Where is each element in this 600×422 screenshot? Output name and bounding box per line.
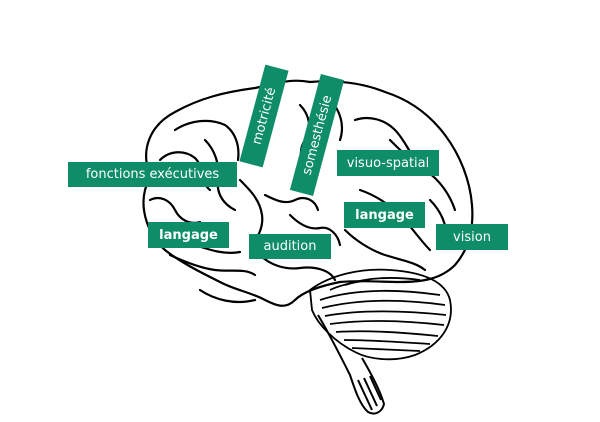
label-audition: audition: [249, 234, 331, 259]
brain-stem: [317, 314, 386, 415]
label-langage-frontal: langage: [148, 222, 229, 248]
label-vision: vision: [436, 224, 508, 250]
cerebrum-outline: [142, 79, 474, 307]
label-fonctions-executives: fonctions exécutives: [68, 162, 237, 187]
cerebellum: [309, 268, 452, 361]
label-langage-parietal: langage: [344, 202, 425, 228]
label-visuo-spatial: visuo-spatial: [337, 150, 439, 176]
